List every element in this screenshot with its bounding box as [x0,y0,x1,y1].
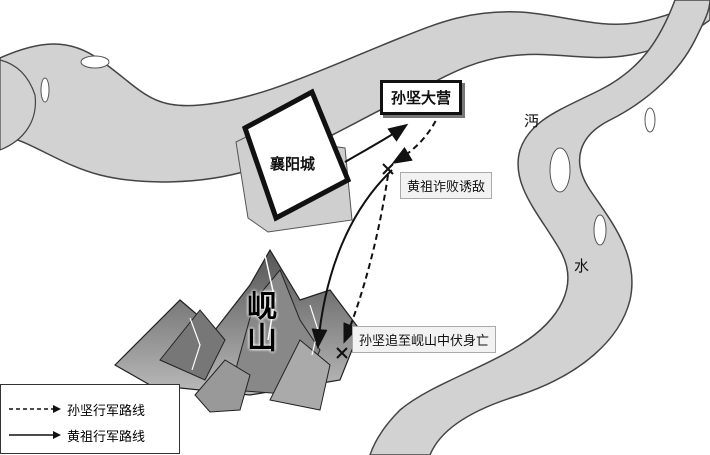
solid-arrow-icon [9,431,61,439]
island [40,77,50,103]
camp-label: 孙坚大营 [380,80,463,115]
river-label-mian: 沔 [524,112,540,130]
xian-mountain [114,248,361,413]
legend-label: 孙坚行军路线 [67,403,146,419]
battle-marker [382,163,394,175]
ambush-label: 黄祖诈败诱敌 [400,172,493,199]
legend-item-huang-zu: 黄祖行军路线 [7,425,145,445]
legend-label: 黄祖行军路线 [67,429,146,445]
legend: 孙坚行军路线 黄祖行军路线 [0,384,180,454]
huang-zu-route-2 [311,169,393,349]
death-marker [336,347,348,359]
mountain-label: 岘山 [241,290,276,354]
island [549,147,571,193]
xiangyang-city [235,88,353,233]
huang-zu-route-1 [344,123,409,163]
city-label: 襄阳城 [270,155,316,173]
sun-jian-route-1 [391,111,441,165]
river-left-lake [0,59,37,151]
island [644,107,656,133]
sun-jian-route-2 [343,174,389,344]
legend-item-sun-jian: 孙坚行军路线 [7,399,145,419]
river-label-shui: 水 [574,257,590,275]
river-right-branch [369,0,710,455]
dashed-arrow-icon [9,405,61,413]
island [593,214,607,246]
death-label: 孙坚追至岘山中伏身亡 [352,326,497,353]
island [80,55,110,69]
